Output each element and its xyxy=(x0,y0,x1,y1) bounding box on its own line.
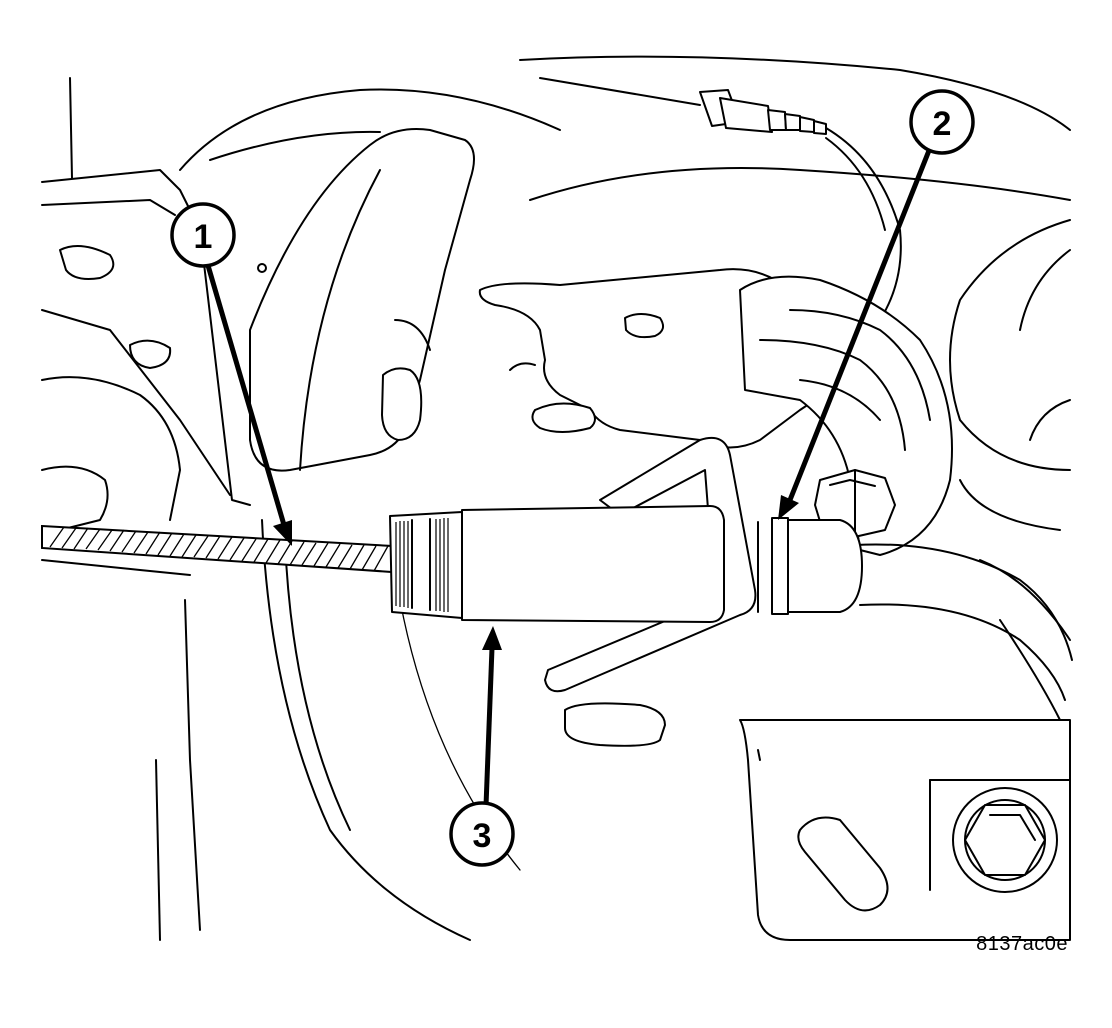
sensor-wire xyxy=(539,77,902,321)
mounting-bolt xyxy=(952,787,1058,893)
cable-guide-bracket xyxy=(544,436,757,747)
backing-plate xyxy=(155,88,561,941)
dust-shield xyxy=(249,128,475,472)
callout-1: 1 xyxy=(170,202,292,546)
callout-3-label: 3 xyxy=(473,817,492,855)
release-tool xyxy=(389,505,863,623)
callout-3: 3 xyxy=(449,626,515,867)
figure-id-label: 8137ac0e xyxy=(976,933,1068,955)
callout-1-label: 1 xyxy=(194,218,213,256)
cable-conduit xyxy=(854,543,1073,701)
hub-assembly xyxy=(519,55,1071,721)
callout-2-label: 2 xyxy=(933,105,952,143)
callout-2: 2 xyxy=(778,89,975,520)
